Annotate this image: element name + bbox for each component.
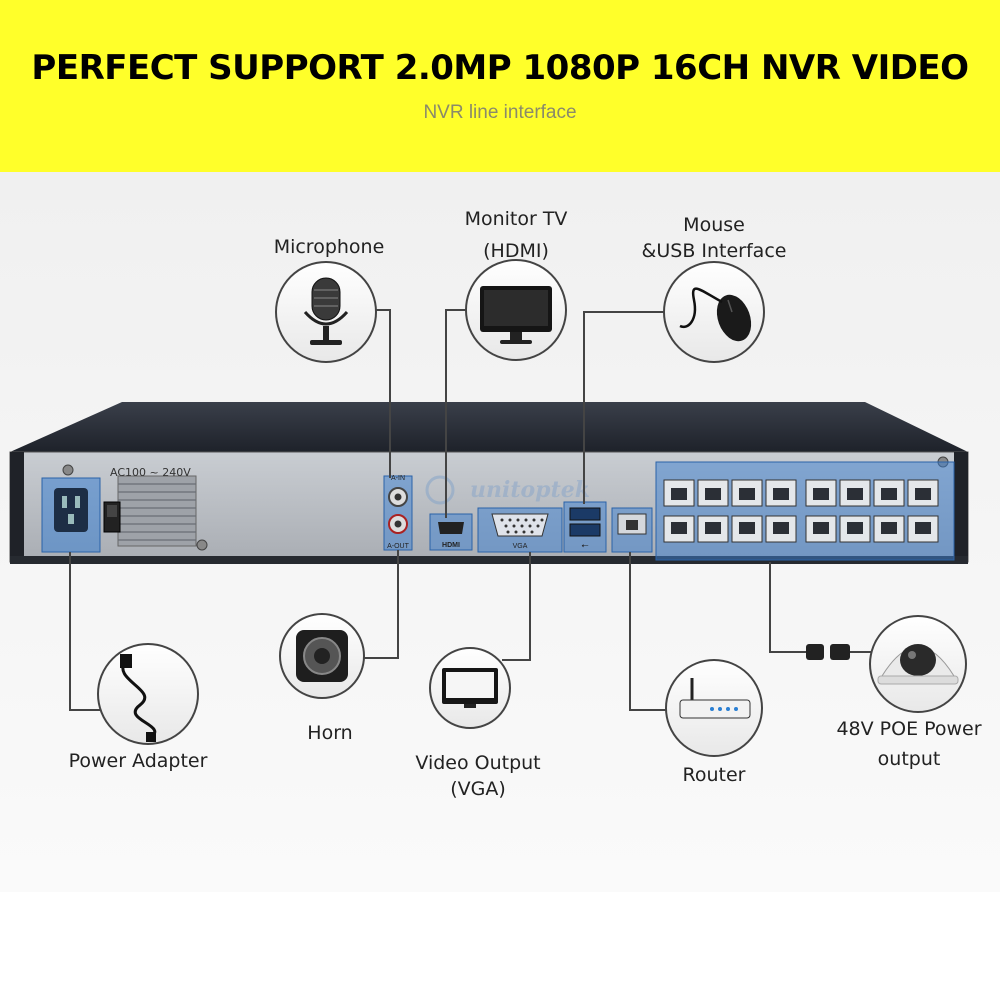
- vga-label-line2: (VGA): [450, 778, 506, 800]
- mouse-label-line2: &USB Interface: [641, 240, 787, 262]
- mouse-connector: [583, 311, 670, 504]
- microphone-icon: [303, 277, 349, 345]
- audio-out-label: A-OUT: [387, 543, 410, 550]
- power-adapter-label: Power Adapter: [68, 750, 208, 772]
- monitor-connector: [445, 309, 470, 518]
- screw-icon: [62, 464, 74, 476]
- vga-label: VGA: [513, 543, 528, 550]
- monitor-label-line1: Monitor TV: [464, 208, 568, 230]
- speaker-icon: [296, 630, 348, 682]
- audio-in-label: A-IN: [391, 475, 405, 482]
- microphone-label: Microphone: [273, 236, 385, 258]
- router-label: Router: [682, 764, 746, 786]
- horn-label: Horn: [307, 722, 353, 744]
- usb-port-icon: [569, 523, 601, 537]
- brand-watermark: unitoptek: [470, 477, 590, 503]
- page-subtitle: NVR line interface: [423, 102, 577, 123]
- nvr-device: AC100 ~ 240V A-IN A-OUT unitoptek HDMI: [9, 402, 969, 564]
- vga-port-icon: [491, 513, 549, 537]
- device-left-edge: [10, 452, 24, 562]
- mouse-label-line1: Mouse: [683, 214, 745, 236]
- power-rating-label: AC100 ~ 240V: [110, 466, 191, 479]
- router-icon: [679, 678, 751, 719]
- mouse-callout: [663, 261, 765, 363]
- device-top-cover: [10, 402, 968, 452]
- power-connector: [69, 552, 100, 711]
- poe-label-line1: 48V POE Power: [836, 718, 982, 740]
- vga-label-line1: Video Output: [415, 752, 541, 774]
- mouse-icon: [679, 287, 752, 342]
- poe-ports-highlight: [655, 461, 955, 561]
- cable-coupler-icon: [830, 644, 850, 660]
- usb-port-icon: [569, 507, 601, 521]
- power-cable-icon: [120, 654, 157, 742]
- monitor-label-line2: (HDMI): [483, 240, 549, 262]
- screw-icon: [196, 539, 208, 551]
- power-socket-icon: [54, 488, 88, 532]
- poe-connector: [769, 562, 806, 653]
- page-title: PERFECT SUPPORT 2.0MP 1080P 16CH NVR VID…: [31, 48, 969, 88]
- horn-connector: [362, 550, 399, 659]
- router-connector: [629, 552, 668, 711]
- brand-logo-icon: [425, 475, 455, 505]
- hdmi-label: HDMI: [442, 542, 460, 549]
- poe-port-grid: [663, 479, 939, 543]
- top-banner: PERFECT SUPPORT 2.0MP 1080P 16CH NVR VID…: [0, 0, 1000, 172]
- hdmi-port-icon: [438, 522, 464, 534]
- device-bottom-edge: [10, 556, 968, 564]
- cable-coupler-icon: [806, 644, 824, 660]
- fan-grille: [117, 475, 197, 547]
- device-right-edge: [954, 452, 968, 562]
- poe-label-line2: output: [877, 748, 941, 770]
- vga-monitor-icon: [442, 668, 498, 708]
- power-callout: [97, 643, 199, 745]
- dome-camera-icon: [877, 644, 959, 685]
- vga-connector: [502, 552, 531, 661]
- monitor-icon: [480, 286, 552, 344]
- connector-lines: [69, 309, 880, 711]
- usb-symbol-icon: ⭠: [581, 540, 588, 550]
